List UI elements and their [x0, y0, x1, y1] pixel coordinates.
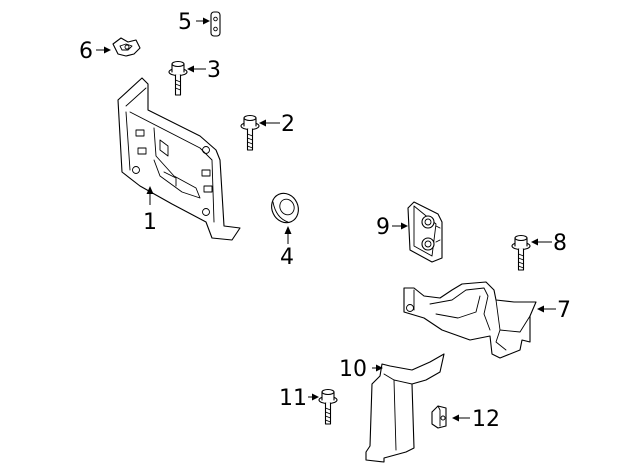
- part-3-bolt: [168, 60, 188, 96]
- part-12-clip: [431, 405, 447, 429]
- callout-2: 2: [281, 112, 295, 137]
- arrowhead-11: [312, 393, 319, 401]
- arrowhead-2: [259, 119, 266, 127]
- arrowhead-8: [531, 238, 538, 246]
- callout-4: 4: [280, 245, 294, 270]
- part-4-grommet: [271, 192, 299, 224]
- part-9-connector: [407, 201, 443, 263]
- arrowhead-1: [146, 186, 154, 194]
- arrowhead-3: [187, 65, 194, 73]
- callout-9: 9: [376, 215, 390, 240]
- part-8-bolt: [511, 234, 531, 271]
- arrowhead-4: [284, 226, 292, 234]
- part-1-bracket: [117, 77, 241, 241]
- callout-5: 5: [178, 10, 192, 35]
- arrowhead-7: [537, 305, 544, 313]
- arrowhead-5: [203, 17, 210, 25]
- callout-7: 7: [557, 298, 571, 323]
- part-11-bolt: [318, 388, 338, 425]
- callout-10: 10: [339, 357, 367, 382]
- part-6-nut: [112, 37, 141, 57]
- arrowhead-10: [376, 364, 383, 372]
- callout-11: 11: [279, 386, 307, 411]
- callout-8: 8: [553, 231, 567, 256]
- callout-3: 3: [207, 58, 221, 83]
- arrowhead-9: [401, 222, 408, 230]
- part-5-clip: [210, 11, 221, 37]
- arrowhead-12: [452, 414, 459, 422]
- arrowhead-6: [104, 46, 111, 54]
- callout-6: 6: [79, 39, 93, 64]
- part-7-bracket: [403, 281, 537, 359]
- part-2-bolt: [240, 114, 260, 151]
- part-10-brace: [365, 353, 445, 463]
- callout-12: 12: [472, 407, 500, 432]
- callout-1: 1: [143, 210, 157, 235]
